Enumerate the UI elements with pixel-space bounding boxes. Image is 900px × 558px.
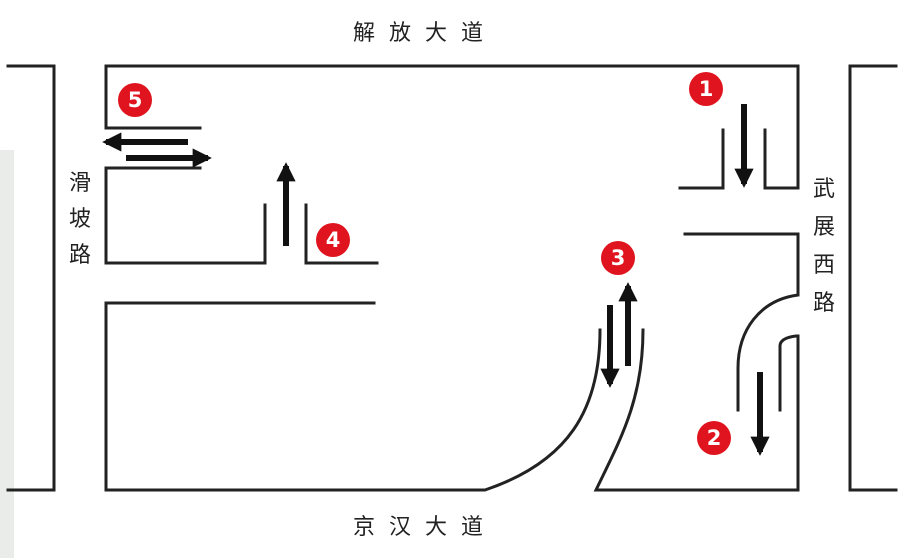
marker-2: 2 (697, 421, 731, 455)
road-label-right: 武展西路 (813, 177, 835, 316)
entrance-5-lower-wall (104, 166, 267, 265)
marker-3: 3 (601, 241, 635, 275)
upper-block-outline (104, 64, 800, 190)
road-label-top: 解放大道 (353, 21, 497, 46)
left-background-haze (0, 150, 14, 558)
marker-2-label: 2 (707, 426, 722, 450)
marker-2-circle (697, 421, 731, 455)
left-edge-outline (6, 64, 56, 492)
road-outlines (6, 64, 898, 492)
marker-1-circle (689, 72, 723, 106)
marker-3-label: 3 (611, 246, 626, 270)
road-label-left: 滑坡路 (69, 171, 91, 268)
marker-4: 4 (316, 223, 350, 257)
marker-4-label: 4 (326, 228, 341, 252)
marker-5-label: 5 (128, 88, 143, 112)
road-label-bottom: 京汉大道 (353, 515, 497, 540)
marker-4-circle (316, 223, 350, 257)
lower-block-outline (104, 301, 602, 492)
traffic-arrows (102, 104, 770, 456)
marker-1: 1 (689, 72, 723, 106)
marker-5: 5 (118, 83, 152, 117)
marker-1-label: 1 (699, 77, 714, 101)
right-edge-outline (848, 64, 898, 492)
exit-2-right-wall (593, 328, 800, 492)
marker-3-circle (601, 241, 635, 275)
right-lower-block-outline (683, 232, 800, 412)
entrance-1-left-wall (678, 128, 725, 190)
marker-5-circle (118, 83, 152, 117)
entrance-4-right-wall (304, 203, 379, 265)
